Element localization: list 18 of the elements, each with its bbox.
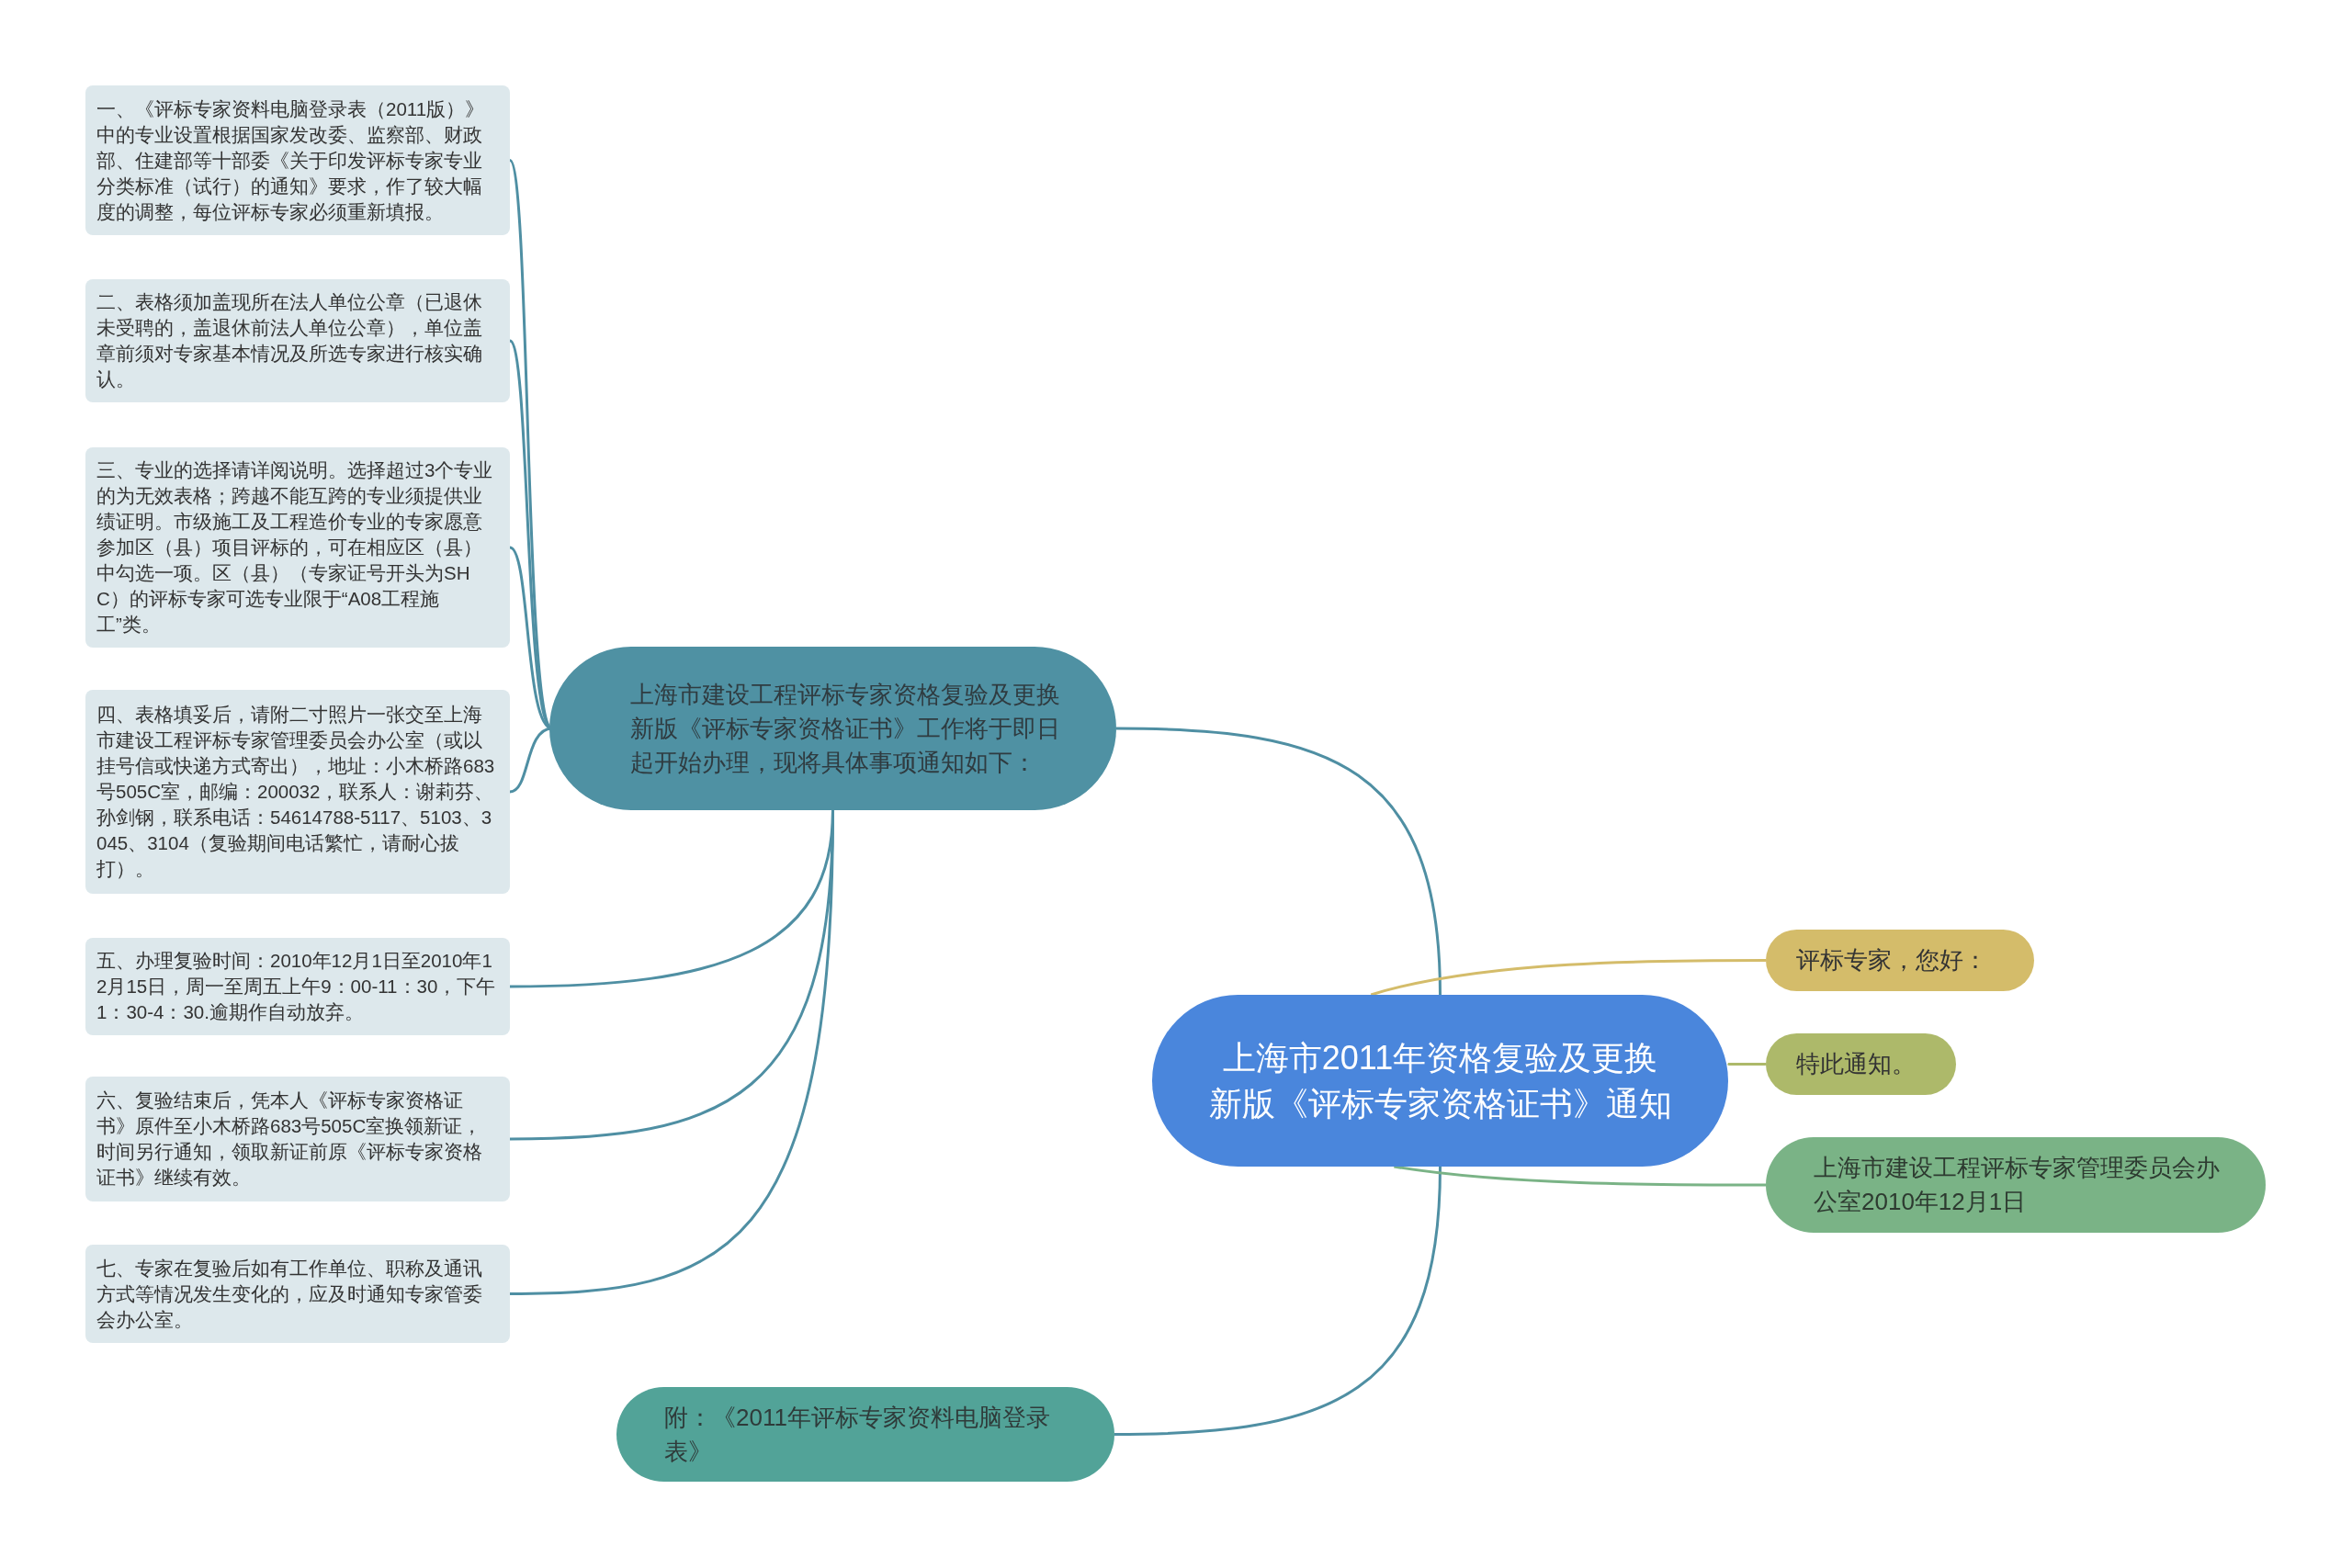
branch-pill: 上海市建设工程评标专家资格复验及更换新版《评标专家资格证书》工作将于即日起开始办理，现将具体事项通知如下： xyxy=(549,647,1116,810)
note-card: 七、专家在复验后如有工作单位、职称及通讯方式等情况发生变化的，应及时通知专家管委会办公室。 xyxy=(85,1245,510,1343)
note-card: 四、表格填妥后，请附二寸照片一张交至上海市建设工程评标专家管理委员会办公室（或以挂号信或快递方式寄出），地址：小木桥路683号505C室，邮编：200032，联系人：谢莉芬、孙剑钢，联系电话：54614788-5117、5103、3045、3104（复验期间电话繁忙，请耐心拔打）。 xyxy=(85,690,510,894)
note-card: 一、《评标专家资料电脑登录表（2011版）》中的专业设置根据国家发改委、监察部、财政部、住建部等十部委《关于印发评标专家专业分类标准（试行）的通知》要求，作了较大幅度的调整，每位评标专家必须重新填报。 xyxy=(85,85,510,235)
branch-pill: 特此通知。 xyxy=(1766,1033,1956,1095)
connector-line xyxy=(1728,1063,1766,1066)
branch-pill: 附：《2011年评标专家资料电脑登录表》 xyxy=(616,1387,1114,1482)
branch-pill: 上海市建设工程评标专家管理委员会办公室2010年12月1日 xyxy=(1766,1137,2266,1233)
connector-line xyxy=(1114,1166,1442,1436)
note-card: 六、复验结束后，凭本人《评标专家资格证书》原件至小木桥路683号505C室换领新证，时间另行通知，领取新证前原《评标专家资格证书》继续有效。 xyxy=(85,1077,510,1201)
connector-line xyxy=(1370,959,1766,997)
note-card: 二、表格须加盖现所在法人单位公章（已退休未受聘的，盖退休前法人单位公章），单位盖章前须对专家基本情况及所选专家进行核实确认。 xyxy=(85,279,510,402)
connector-line xyxy=(1115,727,1442,996)
topic-pill: 上海市2011年资格复验及更换新版《评标专家资格证书》通知 xyxy=(1152,995,1728,1167)
note-card: 三、专业的选择请详阅说明。选择超过3个专业的为无效表格；跨越不能互跨的专业须提供业绩证明。市级施工及工程造价专业的专家愿意参加区（县）项目评标的，可在相应区（县）中勾选一项。区（县）（专家证号开头为SHC）的评标专家可选专业限于“A08工程施工”类。 xyxy=(85,447,510,648)
branch-pill: 评标专家，您好： xyxy=(1766,930,2034,991)
connector-line xyxy=(1394,1165,1766,1187)
note-card: 五、办理复验时间：2010年12月1日至2010年12月15日，周一至周五上午9：00-11：30，下午1：30-4：30.逾期作自动放弃。 xyxy=(85,938,510,1035)
